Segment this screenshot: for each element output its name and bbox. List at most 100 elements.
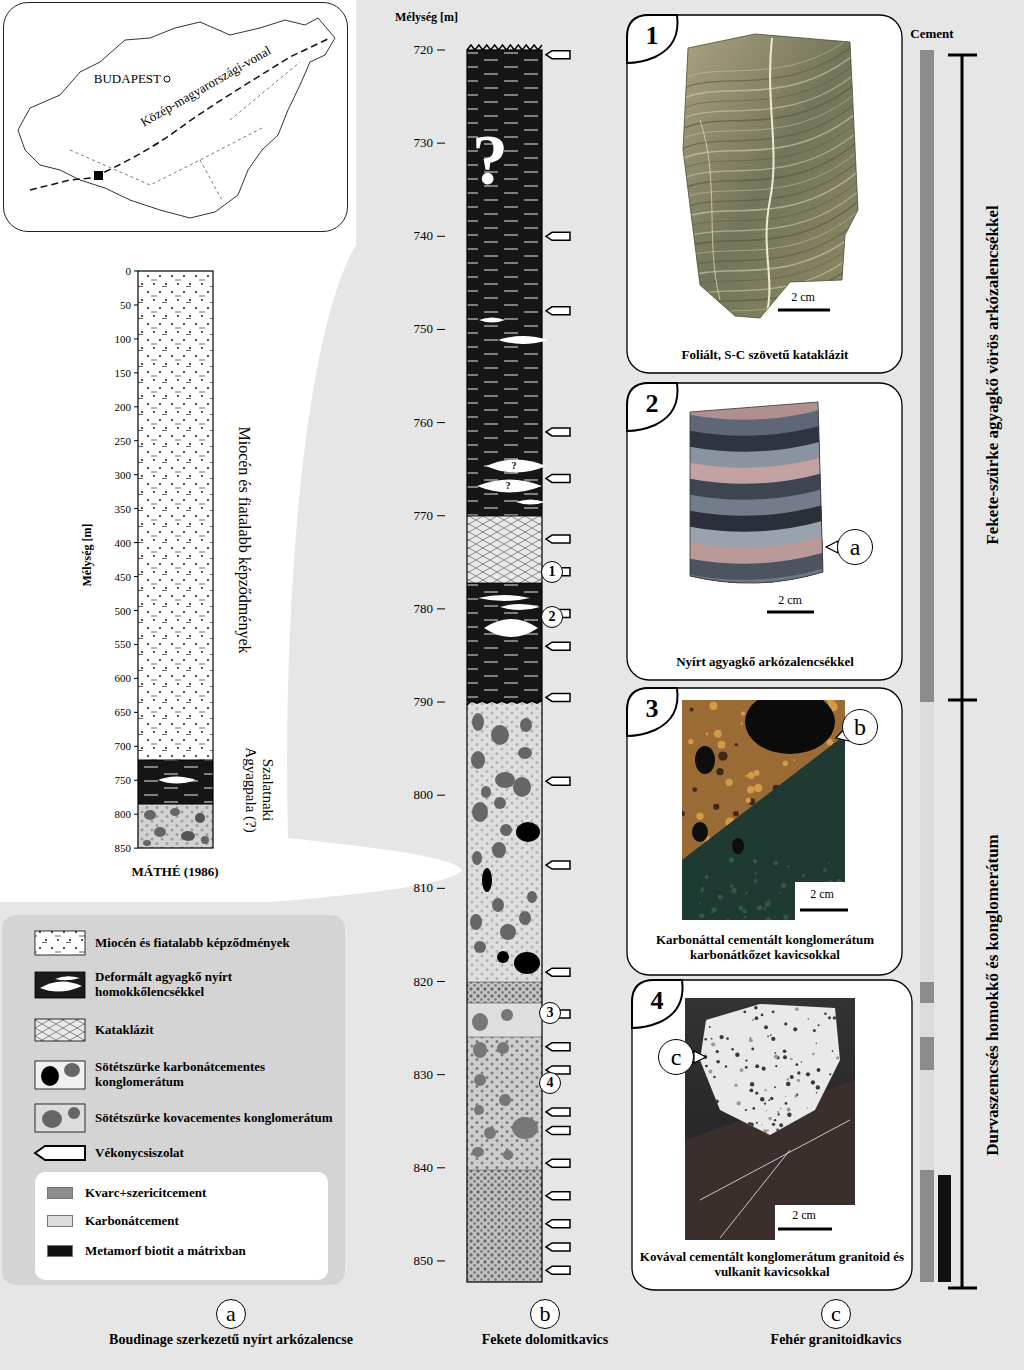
core-photo (817, 1068, 821, 1072)
core-photo (708, 1069, 712, 1073)
core-photo (711, 1038, 713, 1040)
depth-label: 850 (414, 1253, 434, 1268)
depth-label: 760 (414, 415, 434, 430)
log-ornament (486, 460, 546, 473)
callout-number: 1 (549, 565, 556, 579)
pebble (491, 725, 509, 745)
callout-letter: c (671, 1045, 682, 1069)
core-photo (822, 1095, 826, 1099)
log-ornament (500, 604, 540, 610)
core-photo (776, 1129, 779, 1132)
legend-swatch (47, 1215, 73, 1227)
depth-tick (134, 678, 138, 679)
pebble (494, 797, 506, 809)
core-photo (718, 751, 727, 760)
depth-tick (437, 608, 445, 609)
core-photo (763, 1129, 768, 1134)
log-ornament (467, 699, 542, 705)
core-photo (711, 1099, 714, 1102)
core-photo (772, 1010, 775, 1013)
core-photo (686, 472, 826, 600)
core-photo (786, 1078, 789, 1081)
core-photo (743, 1011, 746, 1014)
core-photo (683, 34, 858, 318)
core-photo (680, 288, 862, 340)
pebble (482, 868, 492, 892)
core-photo (765, 901, 771, 907)
key-callout: aBoudinage szerkezetű nyírt arkózalencse (81, 1299, 381, 1348)
photo-panel: 42 cmKovával cementált konglomerátum gra… (632, 980, 912, 1290)
core-photo (752, 1107, 755, 1110)
detail-log (467, 1170, 542, 1282)
core-photo (716, 768, 723, 775)
depth-tick (134, 644, 138, 645)
overview-log (138, 271, 213, 848)
core-photo (686, 552, 826, 600)
core-photo (745, 1059, 747, 1061)
unit-bracket (948, 55, 977, 1288)
detail-log (467, 702, 542, 982)
callout-circle: b (842, 709, 878, 745)
legend-panel (35, 1104, 85, 1132)
pebble (484, 1127, 496, 1139)
callout-number: 3 (547, 1006, 554, 1020)
core-photo (683, 34, 858, 318)
core-photo (837, 1005, 838, 1006)
core-photo (713, 1076, 715, 1078)
overview-log (143, 840, 151, 846)
depth-label: 750 (115, 774, 132, 787)
depth-tick (134, 712, 138, 713)
core-photo (703, 1107, 707, 1111)
core-photo (778, 1113, 780, 1115)
core-photo (774, 1086, 776, 1088)
core-photo (827, 739, 833, 745)
core-photo (757, 905, 762, 910)
detail-log (467, 1170, 542, 1282)
core-photo (797, 1071, 800, 1074)
photo-caption: Karbonáttal cementált konglomerátum karb… (631, 933, 899, 963)
core-photo (755, 1064, 759, 1068)
unit-bracket (948, 699, 977, 702)
question-mark: ? (506, 480, 511, 492)
core-photo (751, 1089, 753, 1091)
core-photo (783, 914, 788, 919)
core-photo (818, 1024, 820, 1026)
core-photo (709, 1026, 711, 1028)
depth-label: 350 (115, 502, 132, 515)
core-photo (680, 218, 862, 270)
core-photo (748, 772, 755, 779)
panel-number: 3 (646, 694, 659, 724)
legend-panel (40, 981, 82, 991)
overview-log (138, 271, 213, 848)
core-photo (750, 1082, 754, 1086)
depth-label: 790 (414, 695, 434, 710)
core-photo (795, 1063, 798, 1066)
legend-panel (42, 1110, 62, 1128)
depth-label: 730 (414, 136, 434, 151)
core-photo (836, 1056, 839, 1059)
core-photo (705, 875, 709, 879)
location-map (94, 171, 103, 180)
core-photo (768, 900, 770, 902)
core-photo (790, 1058, 793, 1061)
core-photo (745, 690, 835, 754)
pebble (500, 924, 516, 940)
depth-label: 800 (414, 788, 434, 803)
log-ornament (546, 1220, 570, 1228)
page-ground (0, 0, 462, 902)
scale-label: 2 cm (810, 888, 834, 902)
core-photo (783, 1055, 787, 1059)
bracket-label: Fekete-szürke agyagkő vörös arkózalencsé… (983, 205, 1003, 544)
core-photo (742, 1128, 744, 1130)
core-photo (713, 804, 719, 810)
callout-circle: c (658, 1039, 694, 1075)
legend-text: Sötétszürke karbonátcementes konglomerát… (95, 1060, 335, 1090)
detail-log (467, 982, 542, 1003)
pebble (481, 786, 491, 798)
core-photo (753, 859, 757, 863)
core-photo (761, 1014, 764, 1017)
source-label: MÁTHÉ (1986) (131, 865, 218, 880)
photo-panel: 12 cmFoliált, S-C szövetű kataklázit (627, 15, 902, 373)
